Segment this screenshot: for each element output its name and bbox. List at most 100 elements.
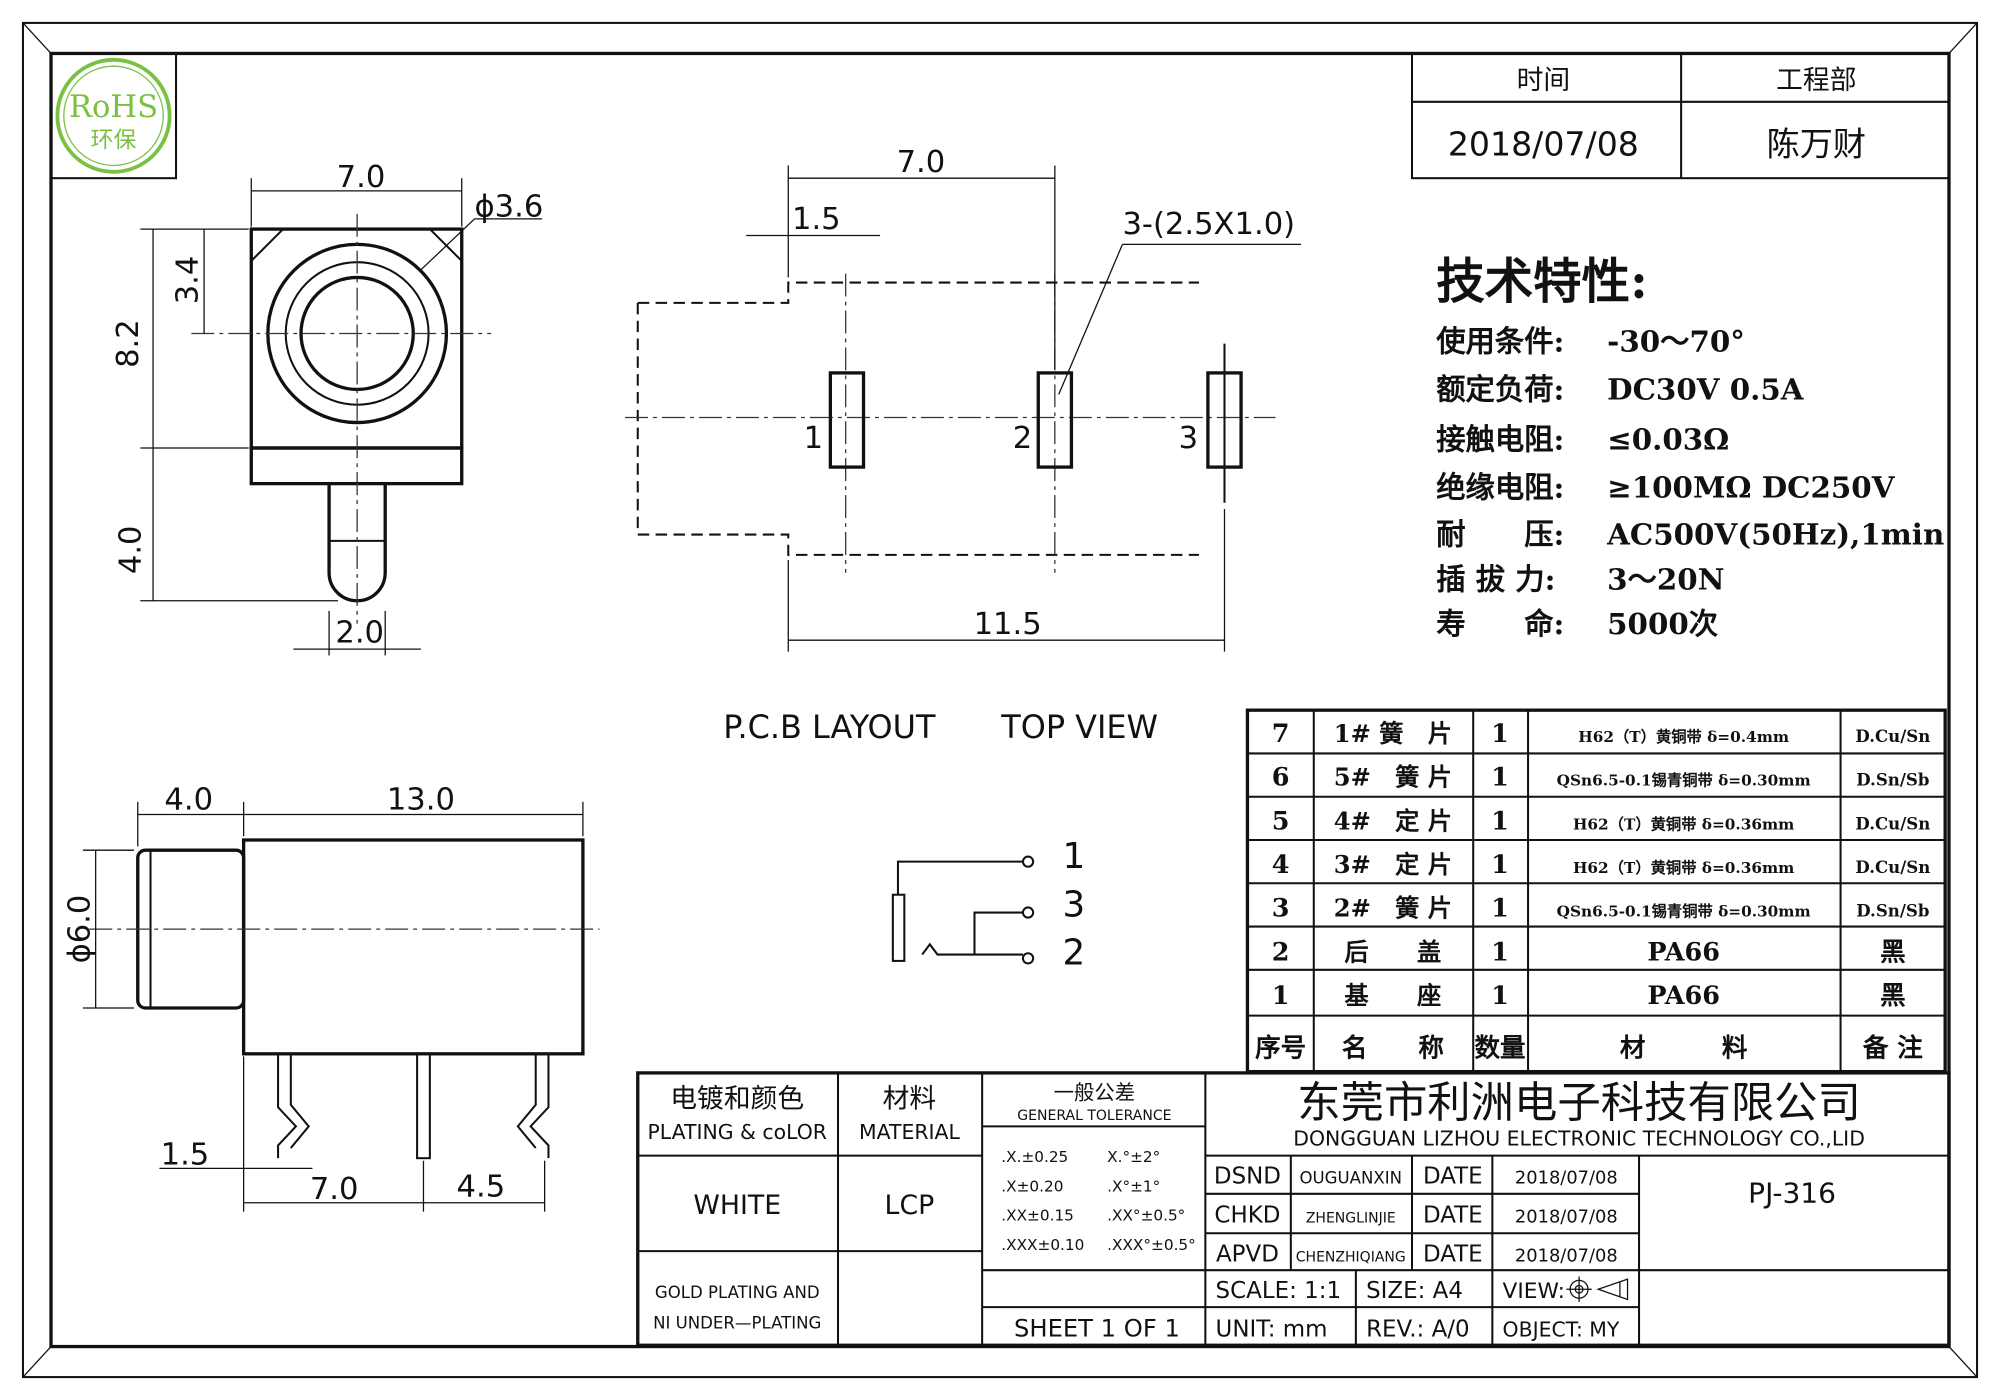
svg-text:1.5: 1.5 (161, 1138, 210, 1173)
svg-text:DONGGUAN LIZHOU ELECTRONIC TEC: DONGGUAN LIZHOU ELECTRONIC TECHNOLOGY CO… (1293, 1126, 1865, 1150)
header-table: 时间 工程部 2018/07/08 陈万财 (1410, 52, 1950, 180)
row-qty: 1 (1491, 763, 1509, 793)
row-material: PA66 (1647, 981, 1720, 1011)
row-name: 后 盖 (1344, 937, 1441, 966)
parts-table-header: 序号 名 称 数量 材 料 备 注 (1255, 1033, 1923, 1063)
svg-text:绝缘电阻:: 绝缘电阻: (1436, 470, 1564, 505)
row-no: 6 (1272, 763, 1290, 793)
svg-text:材 料: 材 料 (1620, 1033, 1748, 1063)
row-qty: 1 (1491, 806, 1509, 836)
svg-text:插 拔 力:: 插 拔 力: (1436, 561, 1555, 596)
svg-text:备 注: 备 注 (1862, 1033, 1923, 1063)
row-qty: 1 (1491, 937, 1509, 967)
svg-text:3-(2.5X1.0): 3-(2.5X1.0) (1122, 207, 1295, 242)
svg-text:WHITE: WHITE (693, 1190, 781, 1221)
svg-text:ϕ3.6: ϕ3.6 (474, 189, 543, 224)
svg-text:VIEW:: VIEW: (1503, 1279, 1565, 1304)
row-name: 4# 定 片 (1334, 806, 1452, 835)
sign-date: 2018/07/08 (1515, 1245, 1618, 1266)
svg-text:技术特性:: 技术特性: (1436, 254, 1648, 310)
svg-text:AC500V(50Hz),1min: AC500V(50Hz),1min (1606, 517, 1944, 552)
svg-text:MATERIAL: MATERIAL (859, 1120, 960, 1144)
svg-text:UNIT: mm: UNIT: mm (1216, 1316, 1328, 1342)
row-note: D.Cu/Sn (1855, 726, 1930, 746)
row-no: 2 (1272, 937, 1290, 967)
pcb-layout-view: 1 2 3 7.0 1.5 3-(2.5X1.0) 11.5 P.C.B LAY… (625, 145, 1302, 746)
svg-text:数量: 数量 (1474, 1033, 1525, 1063)
row-no: 4 (1272, 850, 1290, 880)
svg-text:3: 3 (1179, 421, 1198, 456)
sign-name: CHENZHIQIANG (1296, 1249, 1406, 1265)
svg-text:.XX°±0.5°: .XX°±0.5° (1107, 1207, 1185, 1225)
svg-text:2: 2 (1013, 421, 1032, 456)
front-view: 7.0 ϕ3.6 8.2 3.4 4.0 2.0 (111, 160, 543, 656)
row-material: QSn6.5-0.1锡青铜带 δ=0.30mm (1557, 772, 1811, 790)
svg-text:耐 压:: 耐 压: (1436, 517, 1564, 552)
svg-text:环保: 环保 (91, 128, 137, 154)
svg-text:ϕ6.0: ϕ6.0 (62, 895, 97, 964)
schematic-symbol: 1 3 2 (891, 836, 1086, 974)
svg-text:-30～70°: -30～70° (1607, 323, 1745, 358)
row-name: 基 座 (1344, 981, 1441, 1010)
svg-text:RoHS: RoHS (69, 90, 158, 125)
row-name: 1# 簧 片 (1334, 719, 1452, 748)
svg-text:.XX±0.15: .XX±0.15 (1001, 1207, 1074, 1225)
row-material: H62（T）黄铜带 δ=0.4mm (1578, 728, 1789, 746)
svg-text:一般公差: 一般公差 (1054, 1081, 1136, 1105)
svg-text:4.5: 4.5 (457, 1169, 506, 1204)
row-qty: 1 (1491, 894, 1509, 924)
svg-text:≥100MΩ DC250V: ≥100MΩ DC250V (1607, 470, 1896, 505)
projection-view-icon (1566, 1276, 1629, 1302)
svg-text:DC30V 0.5A: DC30V 0.5A (1607, 372, 1805, 407)
sign-role: CHKD (1214, 1202, 1280, 1228)
svg-text:LCP: LCP (885, 1190, 935, 1221)
row-name: 3# 定 片 (1334, 850, 1452, 879)
svg-text:11.5: 11.5 (974, 607, 1042, 642)
sign-date-label: DATE (1423, 1202, 1483, 1228)
svg-text:工程部: 工程部 (1776, 65, 1856, 96)
svg-text:7.0: 7.0 (310, 1172, 359, 1207)
svg-text:名 称: 名 称 (1342, 1033, 1444, 1063)
svg-text:SHEET 1 OF 1: SHEET 1 OF 1 (1014, 1314, 1180, 1342)
svg-text:X.°±2°: X.°±2° (1107, 1148, 1160, 1166)
row-note: D.Sn/Sb (1856, 901, 1929, 921)
sign-date-label: DATE (1423, 1164, 1483, 1190)
svg-text:使用条件:: 使用条件: (1435, 323, 1564, 358)
sign-date: 2018/07/08 (1515, 1168, 1618, 1189)
svg-text:时间: 时间 (1517, 65, 1571, 96)
row-qty: 1 (1491, 850, 1509, 880)
svg-text:REV.: A/0: REV.: A/0 (1366, 1316, 1470, 1342)
row-note: D.Cu/Sn (1855, 813, 1930, 833)
svg-text:3～20N: 3～20N (1607, 561, 1724, 596)
svg-text:8.2: 8.2 (111, 319, 146, 368)
svg-text:寿 命:: 寿 命: (1436, 606, 1564, 641)
svg-text:3: 3 (1063, 884, 1086, 925)
svg-text:4.0: 4.0 (113, 526, 148, 575)
svg-text:OBJECT: MY: OBJECT: MY (1503, 1317, 1620, 1341)
row-note: 黑 (1880, 937, 1906, 967)
sign-name: ZHENGLINJIE (1306, 1210, 1396, 1226)
row-name: 5# 簧 片 (1334, 763, 1452, 792)
row-material: H62（T）黄铜带 δ=0.36mm (1573, 815, 1794, 833)
svg-text:GOLD PLATING AND: GOLD PLATING AND (655, 1283, 820, 1302)
svg-text:≤0.03Ω: ≤0.03Ω (1607, 421, 1729, 456)
rohs-logo: RoHS 环保 (49, 52, 178, 180)
svg-text:材料: 材料 (883, 1083, 937, 1114)
svg-text:PJ-316: PJ-316 (1748, 1177, 1836, 1210)
svg-text:电镀和颜色: 电镀和颜色 (670, 1083, 804, 1114)
row-no: 1 (1272, 981, 1290, 1011)
svg-text:NI UNDER—PLATING: NI UNDER—PLATING (653, 1314, 821, 1333)
svg-text:SCALE: 1:1: SCALE: 1:1 (1216, 1278, 1342, 1304)
svg-text:序号: 序号 (1255, 1033, 1306, 1063)
row-qty: 1 (1491, 981, 1509, 1011)
